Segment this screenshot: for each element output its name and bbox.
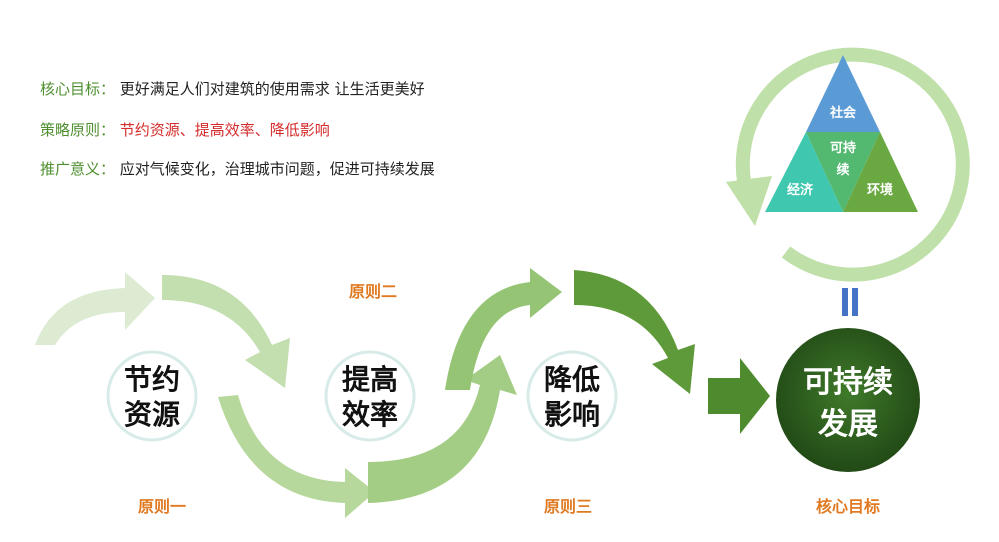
flow-arrow-3 [218,395,375,518]
core-goal-label: 核心目标： [40,80,116,98]
strategy-label: 策略原则： [40,121,116,139]
equals-icon [842,288,858,316]
principle-3-label: 原则三 [544,497,592,516]
sustainability-triangle: 社会 可持 续 经济 环境 [765,55,918,212]
core-goal-text: 更好满足人们对建筑的使用需求 让生活更美好 [119,80,425,98]
strategy-row: 策略原则： 节约资源、提高效率、降低影响 [40,119,330,140]
cycle-arrow-head-icon [726,176,772,226]
principle-2-line2: 效率 [342,398,398,431]
flow-arrow-6 [574,270,695,394]
principle-2-line1: 提高 [342,363,398,396]
triangle-top-label: 社会 [829,105,857,121]
flow-arrow-5 [445,268,562,390]
flow-arrow-4 [368,355,517,503]
goal-label: 核心目标 [816,497,880,516]
promotion-row: 推广意义： 应对气候变化，治理城市问题，促进可持续发展 [40,158,435,179]
flow-arrow-2 [162,275,290,388]
triangle-left-label: 经济 [787,182,814,198]
principle-1-line2: 资源 [124,398,180,431]
goal-arrow [708,358,770,434]
principle-3-line1: 降低 [544,363,600,396]
goal-line2: 发展 [817,407,878,442]
principle-3-line2: 影响 [544,398,600,431]
cycle-ring [726,47,970,282]
triangle-center-line1: 可持 [830,140,856,156]
principle-1-label: 原则一 [138,497,186,516]
principle-2-label: 原则二 [349,282,397,301]
principle-circle-3: 降低 影响 [526,350,618,442]
flow-arrow-1 [35,272,155,345]
strategy-text: 节约资源、提高效率、降低影响 [119,121,330,139]
goal-line1: 可持续 [803,365,893,400]
principle-circle-2: 提高 效率 [324,350,416,442]
core-goal-row: 核心目标： 更好满足人们对建筑的使用需求 让生活更美好 [40,78,425,99]
promotion-text: 应对气候变化，治理城市问题，促进可持续发展 [119,160,435,178]
goal-circle: 可持续 发展 [776,328,920,472]
triangle-center-line2: 续 [836,162,849,178]
principle-circle-1: 节约 资源 [106,350,198,442]
principle-1-line1: 节约 [124,363,180,396]
triangle-right-label: 环境 [867,182,893,198]
promotion-label: 推广意义： [40,160,116,178]
